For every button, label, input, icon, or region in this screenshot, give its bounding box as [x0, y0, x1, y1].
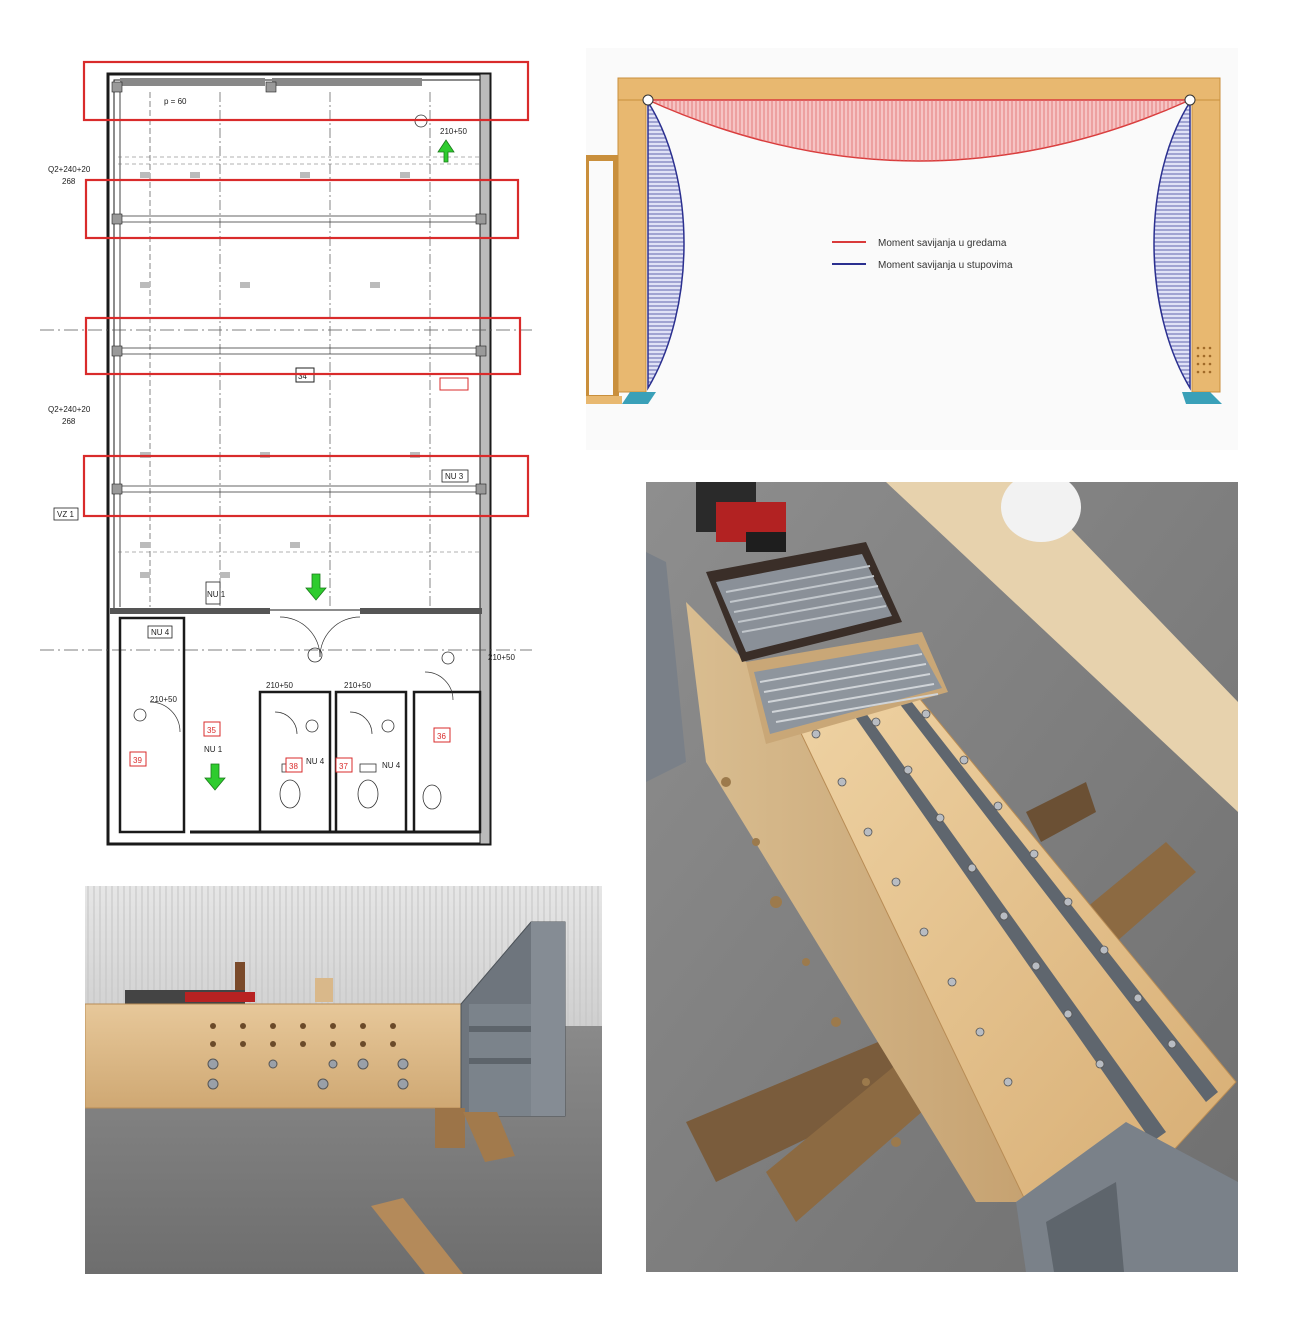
plan-room-35: 35 [207, 726, 216, 735]
plan-dim-mid-b: 268 [62, 417, 76, 426]
support-right [1182, 392, 1222, 404]
bolt-box-1 [706, 542, 902, 662]
plan-nu3-label: NU 3 [445, 472, 464, 481]
plan-dim-door-3: 210+50 [150, 695, 177, 704]
highlight-box-1 [82, 60, 530, 122]
plan-dim-top: Q2+240+20 [48, 165, 91, 174]
plan-dim-top-b: 268 [62, 177, 76, 186]
plan-outer-wall [106, 72, 492, 846]
wood-beam [85, 1003, 462, 1109]
background-beam [886, 482, 1238, 812]
helmet-icon [1001, 482, 1081, 542]
plan-room-38: 38 [289, 762, 298, 771]
left-column [617, 79, 647, 393]
hinge-left [642, 94, 654, 106]
timber-beam-photo [85, 886, 602, 1274]
plan-dim-door-1: 210+50 [440, 127, 467, 136]
plan-room-36: 36 [437, 732, 446, 741]
plan-vz-label: VZ 1 [57, 510, 74, 519]
plan-room-34: 34 [298, 372, 307, 381]
highlight-box-4 [82, 454, 530, 518]
drill-icon [696, 482, 786, 552]
wood-block-1 [371, 1198, 463, 1274]
hinge-right [1184, 94, 1196, 106]
plan-room-37: 37 [339, 762, 348, 771]
legend-label-beam: Moment savijanja u gredama [878, 238, 1007, 249]
legend-label-column: Moment savijanja u stupovima [878, 260, 1013, 271]
down-arrow-icon-2 [204, 763, 226, 791]
support-left [622, 392, 656, 404]
plan-dim-door-4: 210+50 [266, 681, 293, 690]
plan-room-39: 39 [133, 756, 142, 765]
steel-slot-1 [846, 702, 1166, 1142]
plan-nu4a-label: NU 4 [151, 628, 170, 637]
down-arrow-icon [305, 573, 327, 601]
highlight-box-2 [84, 178, 520, 240]
highlight-box-3 [84, 316, 522, 376]
plan-nu1b-label: NU 1 [204, 745, 223, 754]
plan-nu4b-label: NU 4 [306, 757, 325, 766]
right-column [1191, 79, 1221, 393]
plan-nu4c-label: NU 4 [382, 761, 401, 770]
frame-moment-diagram: Moment savijanja u gredama Moment savija… [586, 48, 1238, 450]
floor-plank-1 [686, 1022, 946, 1182]
up-arrow-icon [437, 139, 455, 163]
legend: Moment savijanja u gredama Moment savija… [832, 238, 1013, 271]
frame-beam [617, 77, 1221, 101]
plan-nu1a-label: NU 1 [207, 590, 226, 599]
plan-dim-door-2: 210+50 [488, 653, 515, 662]
bolt-box-2 [746, 632, 948, 744]
plan-dim-door-5: 210+50 [344, 681, 371, 690]
floor-plan-drawing: Q2+240+20 268 Q2+240+20 268 p = 60 VZ 1 … [40, 52, 532, 858]
timber-bolts-photo [646, 482, 1238, 1272]
plan-dim-mid: Q2+240+20 [48, 405, 91, 414]
beam-side-face [686, 602, 1026, 1202]
plan-p-label: p = 60 [164, 97, 187, 106]
